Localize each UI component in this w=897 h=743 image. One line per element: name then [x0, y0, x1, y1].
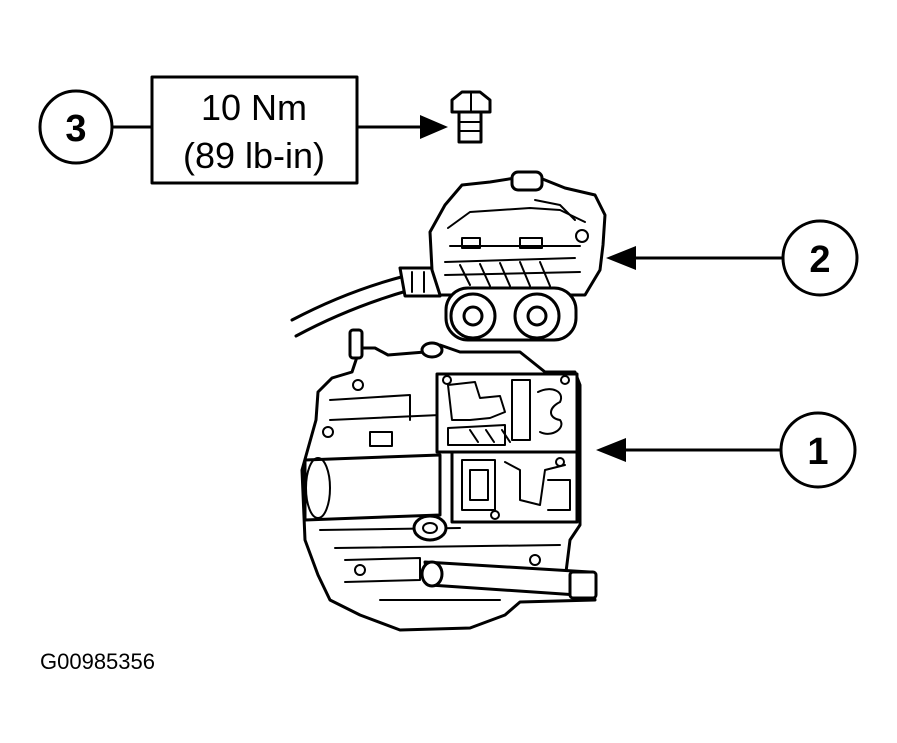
callout-2-circle: [781, 219, 859, 297]
callout-2-number: 2: [809, 239, 830, 281]
callout-3: 3: [38, 89, 154, 165]
bolt-icon: [450, 90, 492, 144]
torque-spec-frame: [150, 75, 359, 185]
torque-spec-metric: 10 Nm: [201, 87, 307, 128]
callout-3-number: 3: [65, 108, 86, 150]
figure-id-label: G00985356: [40, 649, 155, 674]
main-control-valve-body: [300, 328, 598, 632]
solenoid-body-assembly: [290, 170, 607, 342]
callout-1-circle: [779, 411, 857, 489]
callout-1-number: 1: [807, 431, 828, 473]
torque-spec-box: 10 Nm (89 lb-in): [150, 75, 359, 185]
callout-1: 1: [596, 411, 857, 489]
torque-spec-imperial: (89 lb-in): [183, 135, 325, 176]
callout-2: 2: [606, 219, 859, 297]
bolt-arrow: [355, 115, 448, 139]
